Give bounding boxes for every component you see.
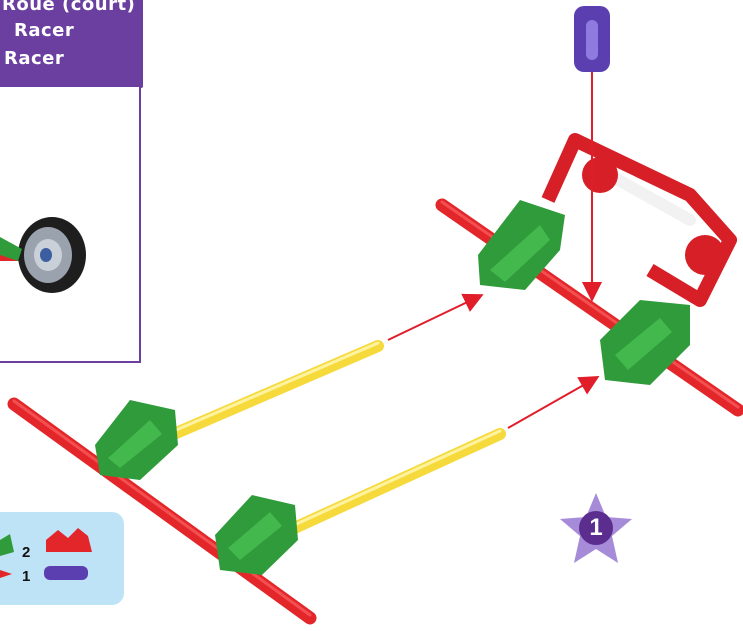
purple-connector-part xyxy=(574,6,610,72)
model-preview-panel xyxy=(0,87,141,363)
step-number: 1 xyxy=(579,511,613,545)
instruction-header: Roue (court) Racer Racer xyxy=(0,0,143,88)
green-connector-front-right xyxy=(215,495,298,575)
parts-legend: 2 1 xyxy=(0,512,124,605)
yellow-rod-lower xyxy=(284,428,506,536)
green-connector-back-left xyxy=(478,200,565,290)
green-connector-back-right xyxy=(600,300,690,385)
green-connector-icon xyxy=(0,534,14,556)
yellow-rod-upper xyxy=(154,340,384,446)
arrow-lower-rod xyxy=(507,376,600,429)
header-line-2: Racer xyxy=(14,20,75,41)
back-red-rod xyxy=(435,198,743,417)
purple-connector-icon xyxy=(44,566,88,580)
arrow-upper-rod xyxy=(387,293,484,341)
front-red-rod xyxy=(7,397,317,625)
wheel-preview-icon xyxy=(0,217,86,293)
green-connector-front-left xyxy=(95,400,178,480)
red-rod-icon xyxy=(0,570,12,578)
legend-qty-purple: 1 xyxy=(22,568,31,585)
red-frame-assembly xyxy=(541,133,737,307)
red-connector-icon xyxy=(46,528,92,552)
legend-qty-red: 2 xyxy=(22,544,31,561)
header-line-1: Roue (court) xyxy=(2,0,136,15)
header-line-3: Racer xyxy=(4,48,65,69)
